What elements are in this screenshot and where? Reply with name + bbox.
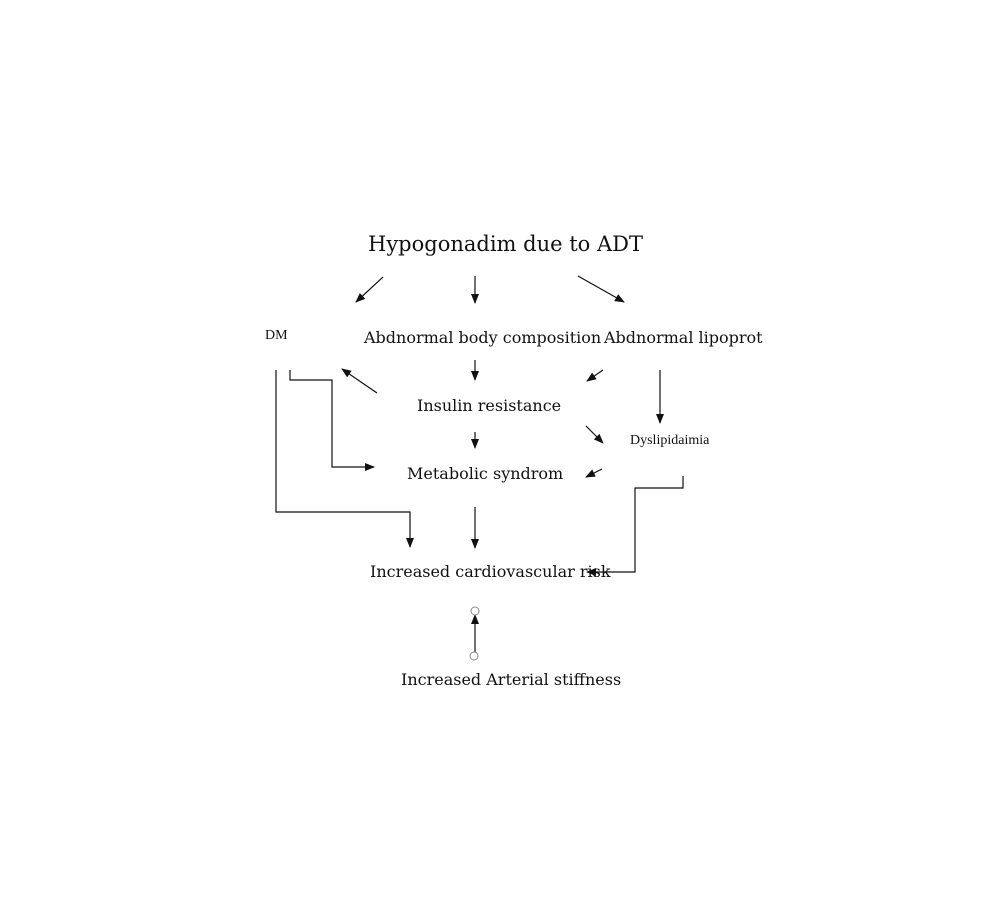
arrow-lipoprot-to-insulin [586, 369, 604, 382]
arrow-dm-to-metabolic [289, 370, 375, 471]
arrow-dyslipidaemia-to-cardio [586, 476, 684, 576]
node-metabolic-syndrome: Metabolic syndrom [407, 464, 564, 483]
connector-circle-bottom [469, 651, 479, 661]
node-lipoprot: Abdnormal lipoprot [604, 328, 763, 347]
arrow-insulin-to-dyslipidaemia [585, 425, 604, 444]
node-dyslipidaemia: Dyslipidaimia [630, 433, 710, 448]
arrow-hypo-to-dm [355, 276, 384, 303]
node-body-composition: Abdnormal body composition [364, 328, 602, 347]
connector-circle-top [470, 606, 480, 616]
node-arterial-stiffness: Increased Arterial stiffness [401, 670, 622, 689]
arrow-insulin-to-dm [341, 368, 378, 394]
arrow-dyslipidaemia-to-metabolic [585, 468, 603, 478]
arrow-dm-to-cardio [275, 370, 414, 548]
node-dm: DM [265, 328, 288, 343]
arrow-hypo-to-lipoprot [577, 275, 625, 303]
node-cardiovascular-risk: Increased cardiovascular risk [370, 562, 611, 581]
node-insulin-resistance: Insulin resistance [417, 396, 562, 415]
node-hypogonadism: Hypogonadim due to ADT [368, 232, 643, 256]
